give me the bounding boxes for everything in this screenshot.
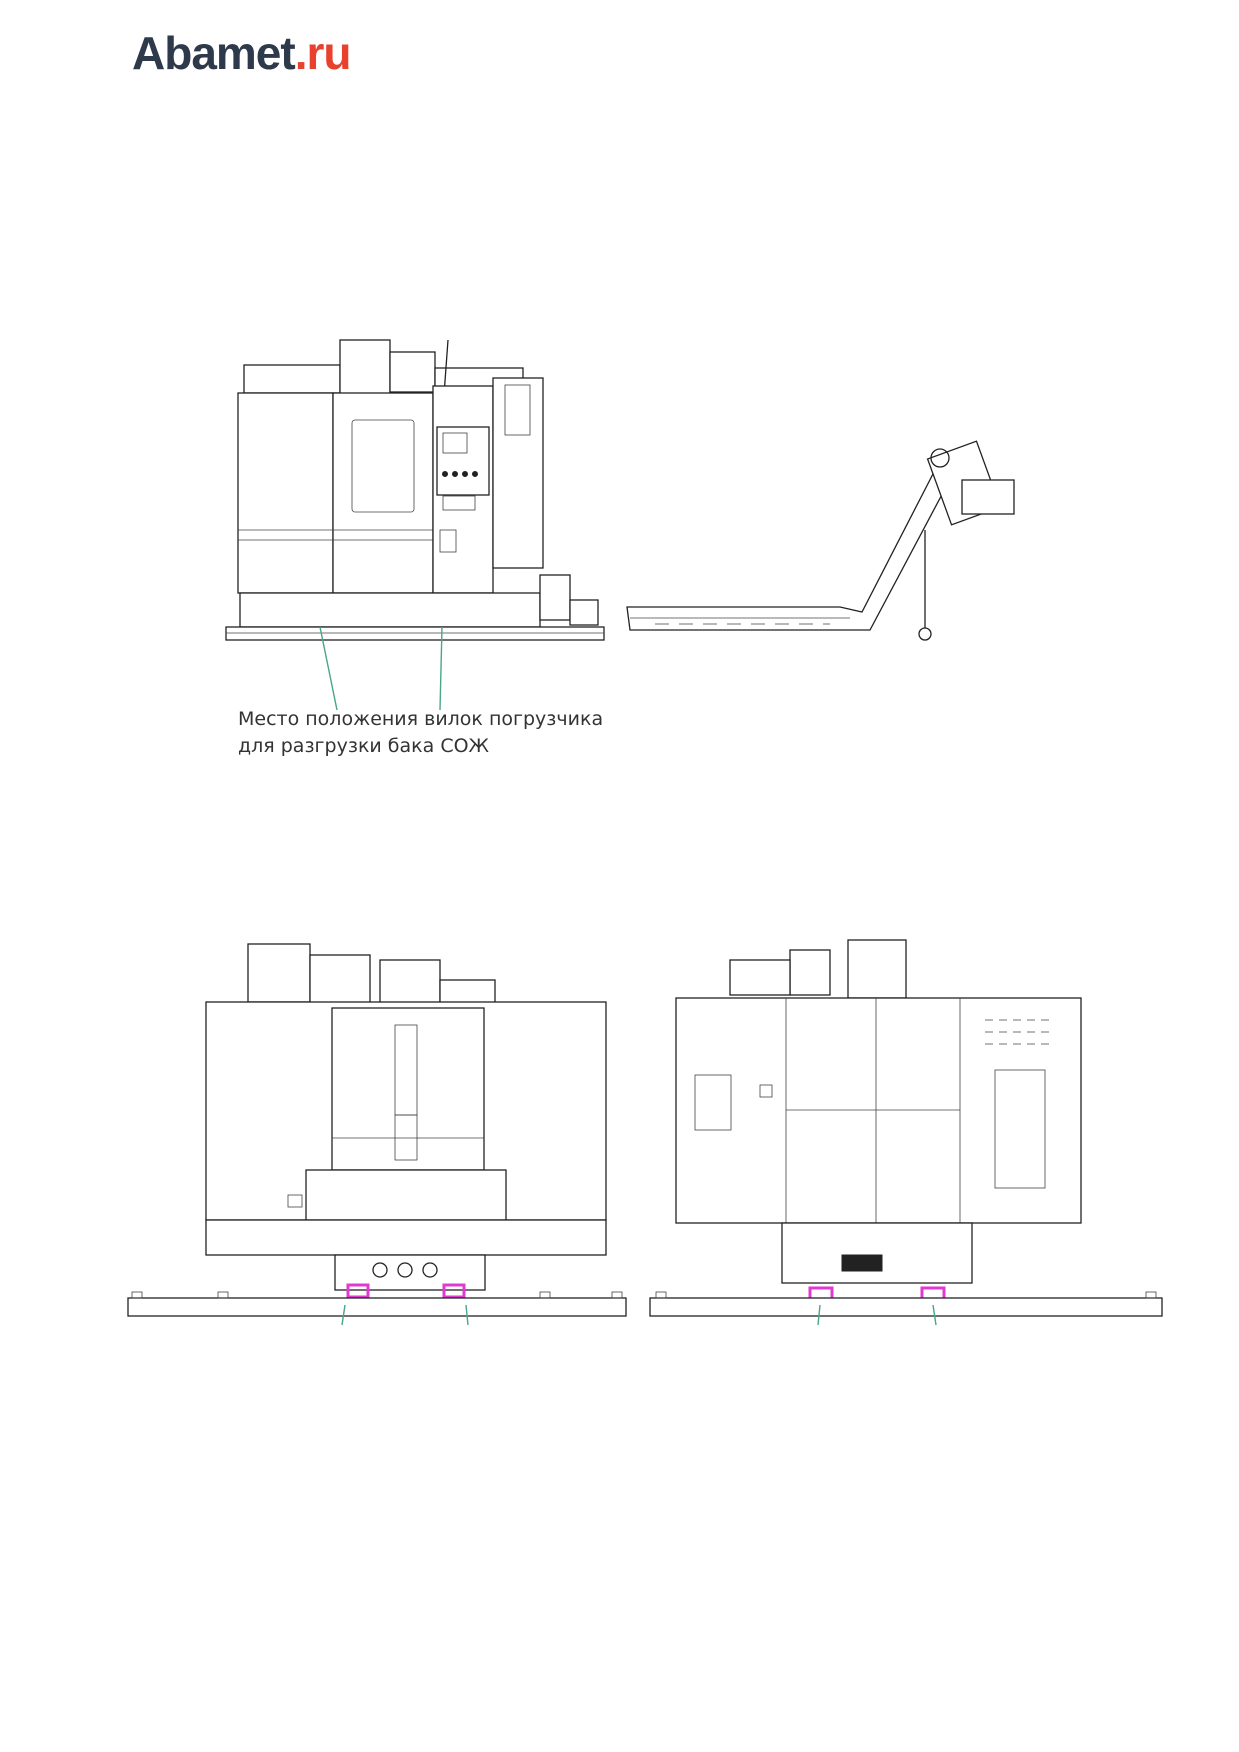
machine-side-view-drawing xyxy=(225,339,1015,711)
leader-line-right xyxy=(439,626,443,711)
logo-tld: .ru xyxy=(294,27,352,79)
logo-name: Abamet xyxy=(132,27,296,79)
chip-conveyor-side-view xyxy=(626,440,1015,641)
forklift-position-marker-icon xyxy=(442,1283,466,1299)
forklift-position-marker-icon xyxy=(346,1283,370,1299)
leader-line-left xyxy=(319,626,338,711)
machining-center-side-view xyxy=(225,339,605,641)
annotation-line-2: для разгрузки бака СОЖ xyxy=(238,735,490,757)
forklift-annotation: Место положения вилок погрузчика для раз… xyxy=(238,706,603,760)
machine-front-rear-drawings xyxy=(127,939,1163,1326)
abamet-logo[interactable]: Abamet.ru xyxy=(132,30,351,76)
annotation-line-1: Место положения вилок погрузчика xyxy=(238,708,604,730)
machining-center-front-view xyxy=(127,943,627,1326)
machining-center-rear-view xyxy=(649,939,1163,1326)
